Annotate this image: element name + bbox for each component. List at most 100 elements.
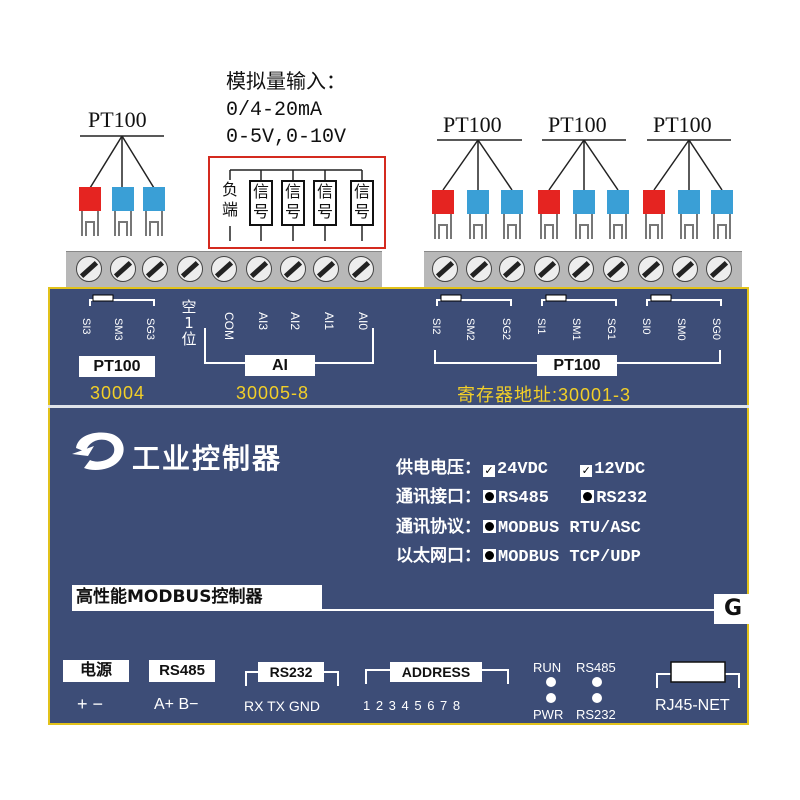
spec-option: MODBUS TCP/UDP (498, 548, 641, 567)
power-pins: + − (77, 694, 104, 714)
terminal-label-sg0: SG0 (710, 318, 722, 341)
bullet-icon (483, 490, 496, 503)
spec-option: 12VDC (594, 460, 646, 479)
group-label-pt100-right: PT100 (537, 355, 617, 376)
blue-lug (467, 190, 489, 214)
spec-power-row: 供电电压：✓24VDC ✓12VDC (396, 453, 645, 479)
controller-panel (48, 287, 749, 725)
terminal-label-sm3: SM3 (112, 318, 124, 341)
terminal-screw (313, 256, 339, 282)
terminal-label-si0: SI0 (640, 318, 652, 335)
led-run-indicator (546, 677, 556, 687)
spec-option: RS232 (596, 489, 648, 508)
terminal-label-ai0: AI0 (356, 312, 370, 331)
blue-lug (501, 190, 523, 214)
blue-lug (711, 190, 733, 214)
terminal-screw (246, 256, 272, 282)
lug-forks (81, 211, 731, 239)
sensor-wiring-diagram (79, 135, 733, 249)
terminal-label-sg3: SG3 (144, 318, 156, 341)
terminal-label-com: COM (222, 312, 236, 340)
group-label-pt100-left: PT100 (79, 356, 155, 377)
analog-note-title: 模拟量输入： (226, 72, 346, 95)
group-label-ai: AI (245, 355, 315, 376)
bullet-icon (581, 490, 595, 503)
red-lug (538, 190, 560, 214)
model-banner: 高性能MODBUS控制器 (72, 585, 322, 609)
terminal-screw (76, 256, 102, 282)
analog-note-current: 0/4-20mA (226, 99, 323, 122)
bullet-icon (483, 520, 496, 533)
rs232-pins: RX TX GND (244, 698, 320, 714)
signal-box-ai2: 信 号 (281, 180, 305, 226)
rs232-label: RS232 (258, 662, 324, 682)
terminal-screw (348, 256, 374, 282)
terminal-screw (466, 256, 492, 282)
blue-lug (573, 190, 595, 214)
analog-input-frame (208, 156, 386, 249)
address-pt100-right: 寄存器地址:30001-3 (457, 385, 632, 405)
terminal-screw (534, 256, 560, 282)
terminal-screw (432, 256, 458, 282)
terminal-label-ai2: AI2 (288, 312, 302, 331)
check-icon: ✓ (580, 464, 593, 477)
led-run-label: RUN (533, 660, 562, 675)
pt100-sensor-label-0: PT100 (653, 112, 712, 137)
spec-option: RS485 (498, 489, 550, 508)
terminal-label-si2: SI2 (430, 318, 442, 335)
led-pwr-label: PWR (533, 707, 564, 722)
terminal-label-sm1: SM1 (570, 318, 582, 341)
blue-lug (143, 187, 165, 211)
terminal-label-sm0: SM0 (675, 318, 687, 341)
brand-logo-icon (72, 432, 124, 470)
blue-lug (607, 190, 629, 214)
analog-note-voltage: 0-5V,0-10V (226, 126, 347, 149)
terminal-label-sg2: SG2 (500, 318, 512, 341)
terminal-label-sm2: SM2 (464, 318, 476, 341)
brand-title: 工业控制器 (132, 443, 283, 474)
spec-label: 通讯接口： (396, 489, 481, 508)
terminal-screw (499, 256, 525, 282)
pt100-sensor-label-left: PT100 (88, 107, 147, 132)
terminal-label-si3: SI3 (80, 318, 92, 335)
led-rs232-label: RS232 (576, 707, 616, 722)
spec-interface-row: 通讯接口： RS485 RS232 (396, 482, 647, 508)
panel-divider (48, 405, 749, 408)
rj45-label: RJ45-NET (655, 697, 730, 714)
check-icon: ✓ (483, 464, 495, 477)
terminal-label-ai3: AI3 (256, 312, 270, 331)
terminal-screw (706, 256, 732, 282)
terminal-screw (280, 256, 306, 282)
terminal-label-empty: 空 1 位 (181, 298, 197, 348)
terminal-screw (568, 256, 594, 282)
power-label: 电源 (63, 660, 129, 682)
address-ai: 30005-8 (236, 383, 310, 403)
led-rs232-indicator (592, 693, 602, 703)
bullet-icon (483, 549, 496, 562)
spec-option: MODBUS RTU/ASC (498, 519, 641, 538)
spec-label: 以太网口： (396, 548, 481, 567)
terminal-screw (177, 256, 203, 282)
spec-option: 24VDC (497, 460, 549, 479)
red-lug (643, 190, 665, 214)
led-rs485-label: RS485 (576, 660, 616, 675)
terminal-screw (110, 256, 136, 282)
signal-box-ai1: 信 号 (313, 180, 337, 226)
wire-lugs (79, 187, 733, 214)
negative-terminal-label: 负 端 (217, 180, 243, 226)
red-lug (432, 190, 454, 214)
led-rs485-indicator (592, 677, 602, 687)
terminal-screw (603, 256, 629, 282)
terminal-label-ai1: AI1 (322, 312, 336, 331)
rj45-port-icon (656, 661, 740, 688)
pt100-sensor-label-1: PT100 (548, 112, 607, 137)
blue-lug (112, 187, 134, 211)
rs485-label: RS485 (149, 660, 215, 682)
analog-input-note: 模拟量输入： 0/4-20mA 0-5V,0-10V (226, 70, 346, 151)
terminal-label-sg1: SG1 (605, 318, 617, 341)
red-lug (79, 187, 101, 211)
spec-protocol-row: 通讯协议：MODBUS RTU/ASC (396, 512, 641, 538)
pt100-sensor-label-2: PT100 (443, 112, 502, 137)
terminal-label-si1: SI1 (535, 318, 547, 335)
pt100-wire-fans (80, 135, 731, 191)
